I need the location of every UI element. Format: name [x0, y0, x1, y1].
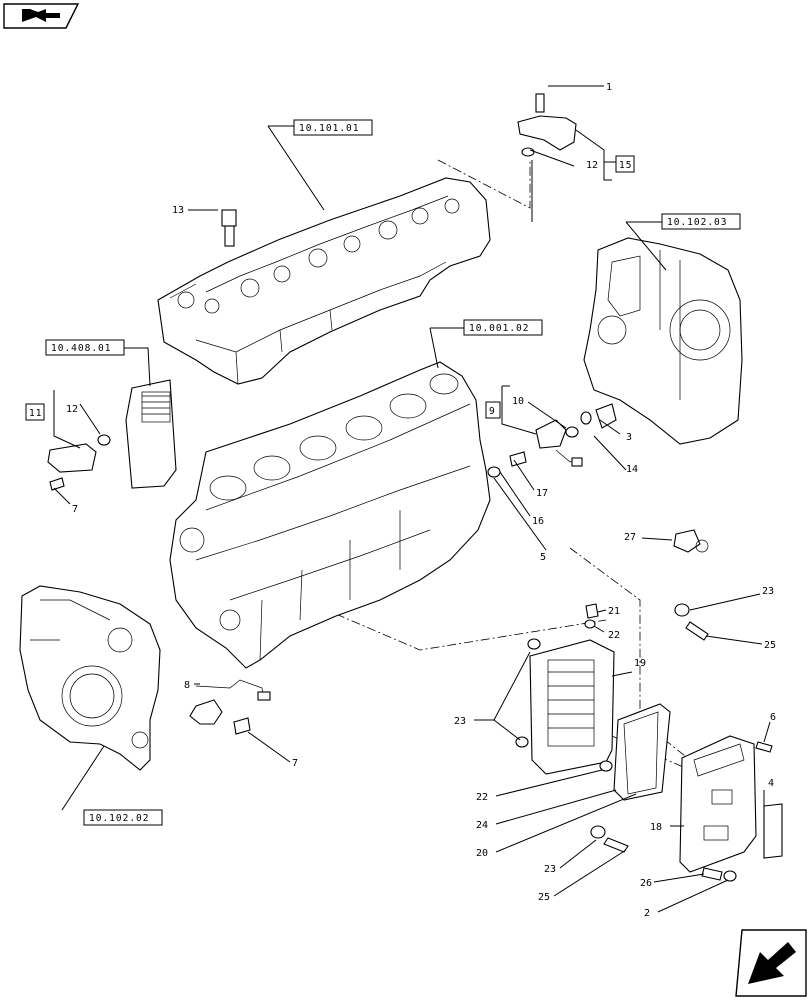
- cover-4: [763, 803, 783, 859]
- callout-7-left: 7: [72, 504, 78, 515]
- ecu-bracket-19: [515, 638, 615, 775]
- ref-fuel-filter[interactable]: 10.408.01: [45, 339, 125, 356]
- fuel-filter-assembly: [47, 379, 177, 491]
- callout-2: 2: [644, 908, 650, 919]
- callout-3: 3: [626, 432, 632, 443]
- callout-23-left: 23: [454, 716, 466, 727]
- engine-block: [169, 361, 491, 669]
- callout-25-bottom: 25: [538, 892, 550, 903]
- ecu-18: [679, 735, 757, 873]
- ref-flywheel-housing[interactable]: 10.102.03: [661, 213, 741, 230]
- flywheel-housing: [583, 237, 743, 445]
- clip-27: [673, 529, 709, 553]
- callout-19: 19: [634, 658, 646, 669]
- svg-text:9: 9: [489, 406, 496, 417]
- group-11[interactable]: 11: [25, 403, 45, 421]
- callout-26: 26: [640, 878, 652, 889]
- callout-25-right: 25: [764, 640, 776, 651]
- callout-18: 18: [650, 822, 662, 833]
- callout-4: 4: [768, 778, 774, 789]
- callout-22-bottom: 22: [476, 792, 488, 803]
- callout-5: 5: [540, 552, 546, 563]
- svg-text:10.001.02: 10.001.02: [469, 323, 529, 334]
- ref-timing-cover[interactable]: 10.102.02: [83, 809, 163, 826]
- callout-6: 6: [770, 712, 776, 723]
- callout-14: 14: [626, 464, 638, 475]
- svg-text:10.408.01: 10.408.01: [51, 343, 111, 354]
- svg-text:10.102.02: 10.102.02: [89, 813, 149, 824]
- callout-17: 17: [536, 488, 548, 499]
- svg-text:10.102.03: 10.102.03: [667, 217, 727, 228]
- callout-23-bottom: 23: [544, 864, 556, 875]
- callout-10: 10: [512, 396, 524, 407]
- bolts: [584, 603, 773, 882]
- callout-20: 20: [476, 848, 488, 859]
- callout-27: 27: [624, 532, 636, 543]
- callout-21: 21: [608, 606, 620, 617]
- callout-7-bottom: 7: [292, 758, 298, 769]
- svg-text:15: 15: [619, 160, 632, 171]
- cylinder-head: [157, 177, 491, 385]
- pressure-sensor-1: [517, 93, 577, 157]
- callout-1: 1: [606, 82, 612, 93]
- callout-12-top: 12: [586, 160, 598, 171]
- ref-cylinder-head[interactable]: 10.101.01: [293, 119, 373, 136]
- callout-8: 8: [184, 680, 190, 691]
- next-page-arrow-icon[interactable]: [735, 929, 807, 997]
- group-15[interactable]: 15: [615, 155, 635, 173]
- callout-22-top: 22: [608, 630, 620, 641]
- timing-cover: [19, 585, 161, 771]
- callout-13: 13: [172, 205, 184, 216]
- leader-lines: [26, 85, 771, 913]
- callout-23-right: 23: [762, 586, 774, 597]
- crankshaft-sensor-8: [189, 679, 271, 735]
- ref-engine-block[interactable]: 10.001.02: [463, 319, 543, 336]
- sensor-cluster-9: [487, 403, 617, 478]
- svg-text:10.101.01: 10.101.01: [299, 123, 359, 134]
- callout-16: 16: [532, 516, 544, 527]
- temperature-sensor-13: [221, 209, 237, 247]
- callout-12-left: 12: [66, 404, 78, 415]
- group-9[interactable]: 9: [485, 401, 501, 419]
- book-with-arrow-icon[interactable]: [3, 3, 80, 29]
- callout-24: 24: [476, 820, 488, 831]
- gasket-24: [613, 703, 671, 801]
- svg-text:11: 11: [29, 408, 42, 419]
- callout-labels: 1 12 13 12 7 10 3 14 17 16 5 27 21 22 23…: [66, 82, 776, 919]
